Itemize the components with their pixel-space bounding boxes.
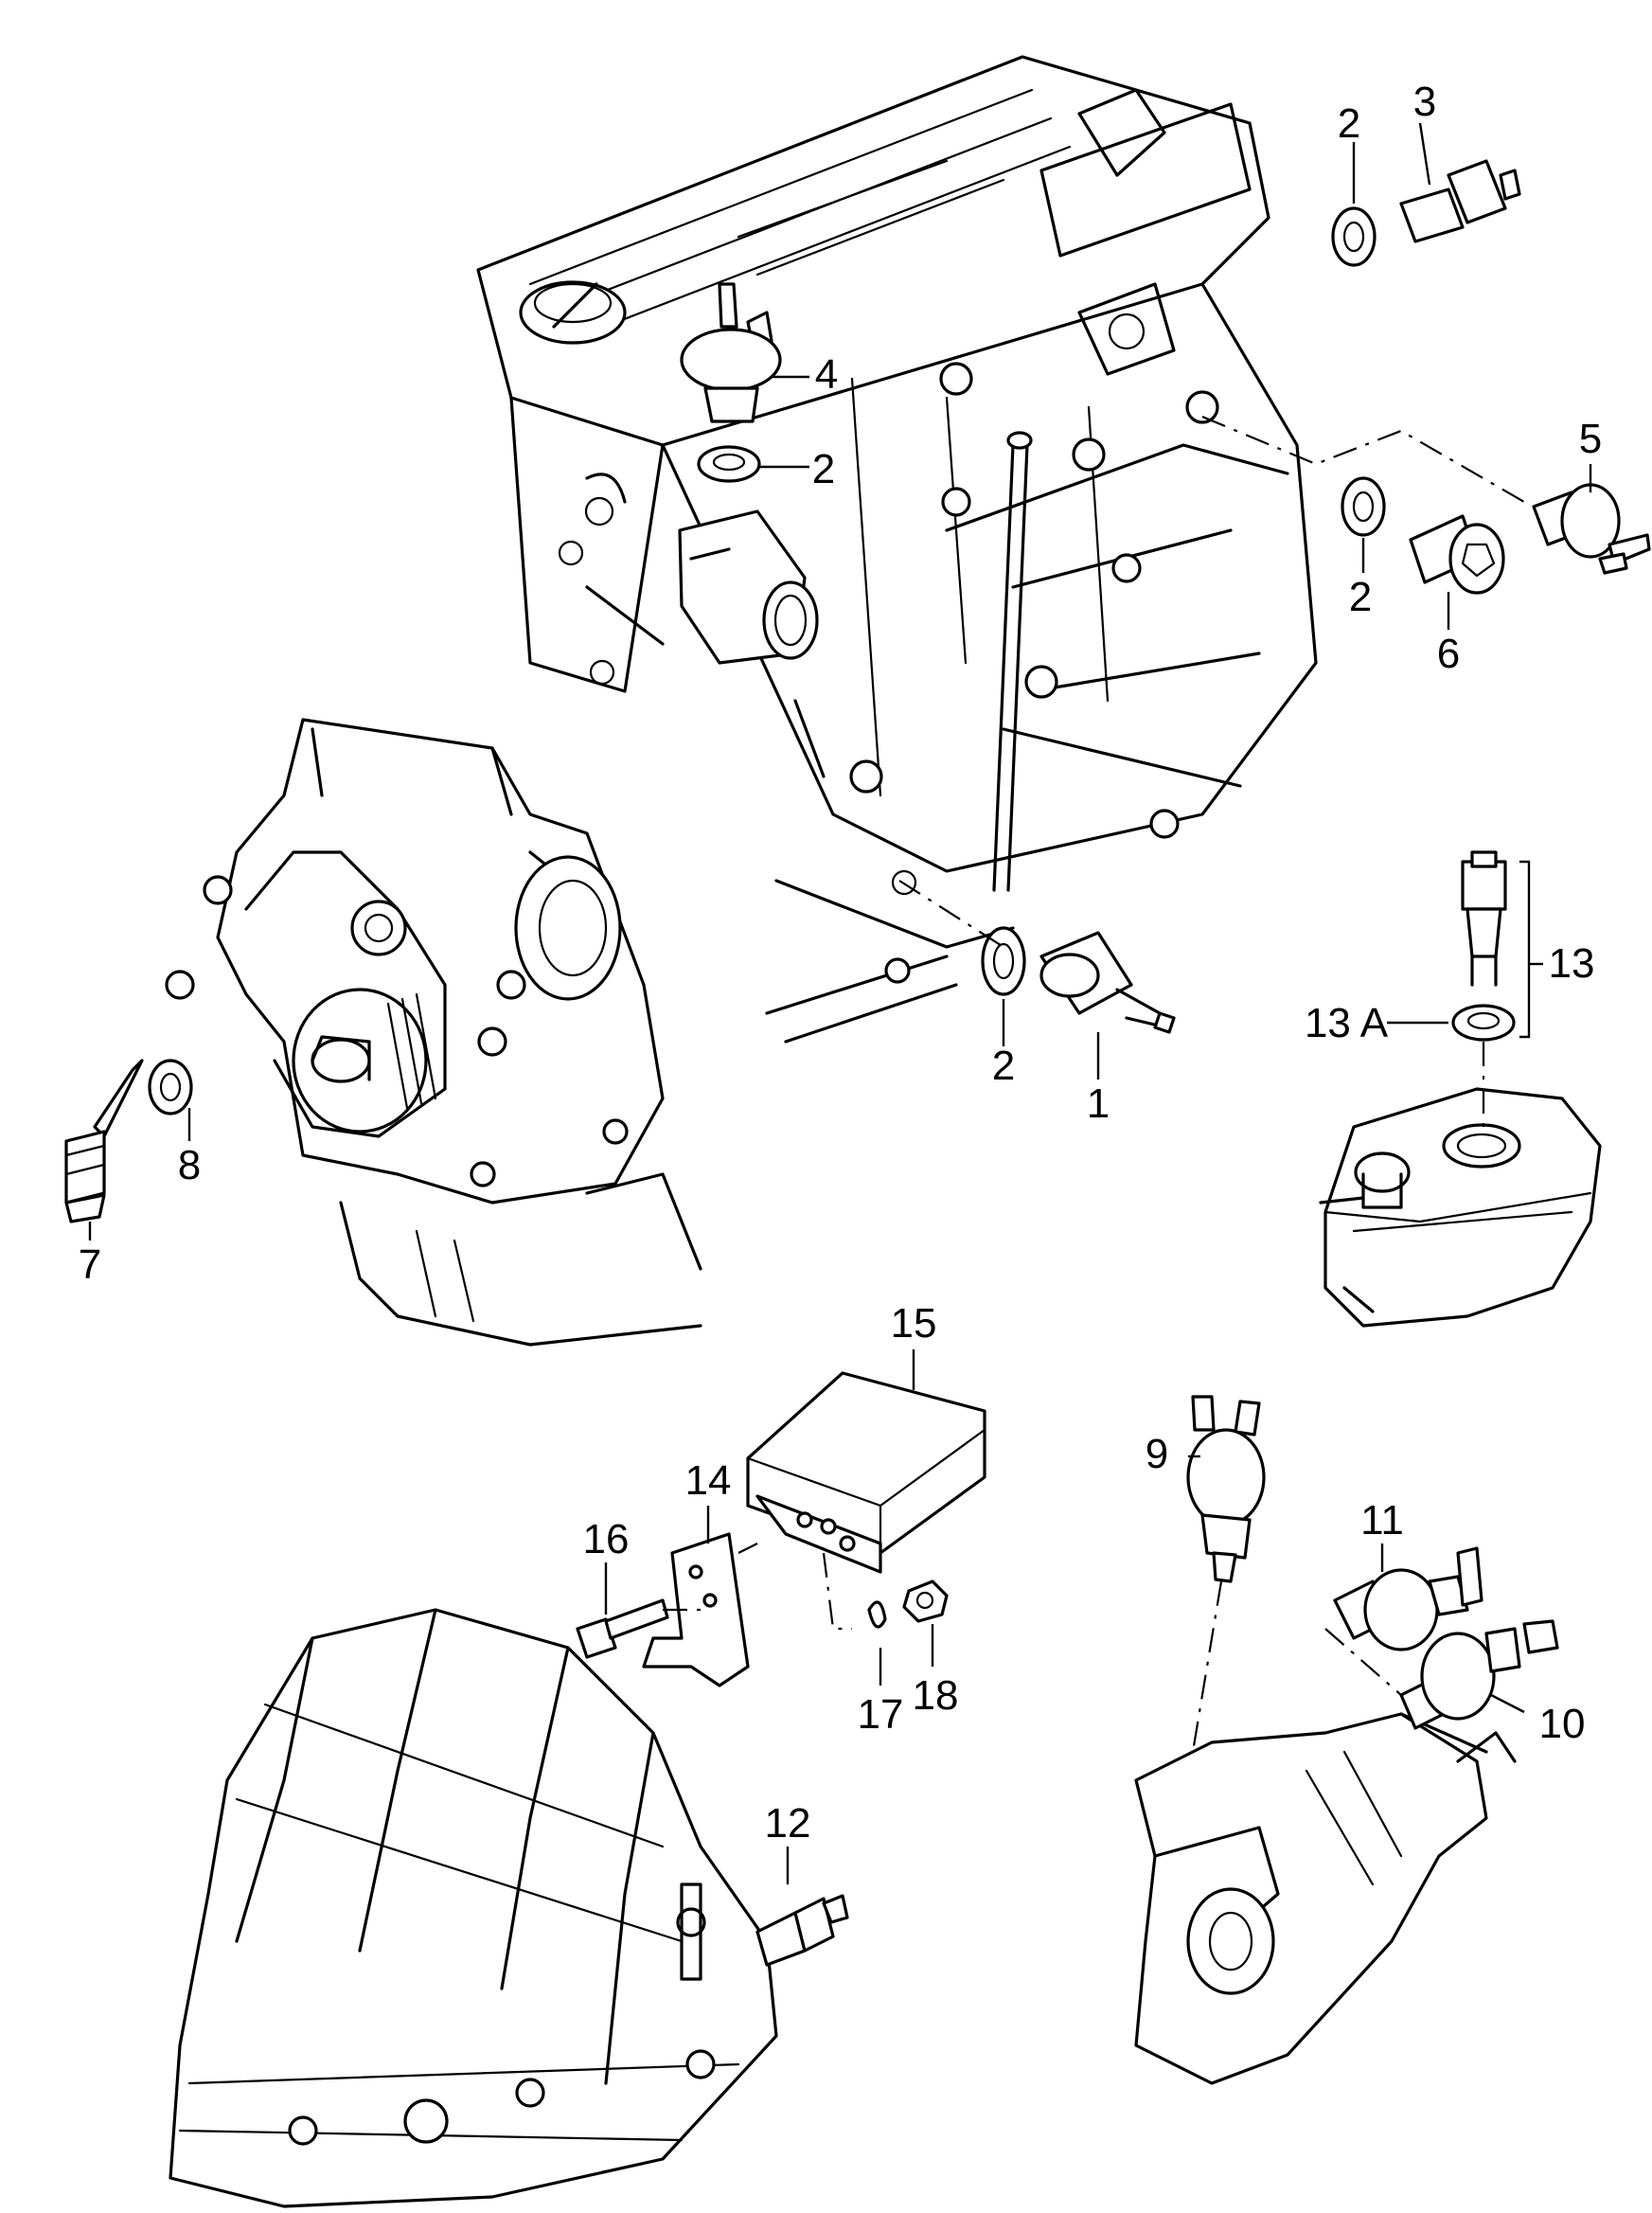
part-2-seal-ring-lower [981,926,1026,996]
callout-2-right: 2 [1349,574,1372,620]
part-18-nut [902,1579,949,1623]
callout-14: 14 [685,1457,732,1504]
callout-17: 17 [858,1691,904,1738]
part-4-pressure-switch [680,282,782,423]
part-3-plug [1399,159,1521,243]
callout-4: 4 [815,351,838,398]
callout-5: 5 [1579,416,1602,462]
callout-2-lower: 2 [992,1043,1015,1089]
coolant-expansion-tank [1319,1087,1602,1328]
assembly-lines [663,415,1525,1753]
part-2-seal-ring-right [1341,476,1386,537]
callout-2-mid: 2 [812,446,835,492]
part-13a-seal [1451,1004,1516,1042]
part-10-sender [1399,1619,1559,1730]
callout-3: 3 [1413,79,1436,125]
part-1-temperature-sender [1039,931,1176,1034]
part-13-level-sensor [1461,850,1507,987]
callout-13: 13 [1549,940,1595,987]
callout-2-top: 2 [1338,100,1360,147]
callout-13a: 13 A [1305,1000,1389,1046]
part-11-switch [1333,1546,1483,1651]
engine-block [476,55,1318,1044]
callout-7: 7 [79,1241,101,1288]
timing-cover-oil-pump [165,718,702,1347]
part-9-sender [1186,1395,1266,1583]
part-16-bolt [576,1598,669,1659]
part-7-sensor [64,1059,144,1223]
callout-16: 16 [583,1516,630,1562]
part-17-washer [867,1600,887,1629]
callout-18: 18 [913,1672,959,1719]
callout-8: 8 [178,1142,201,1188]
callout-1: 1 [1087,1080,1110,1127]
part-14-bracket [642,1532,750,1687]
callout-labels: 1 2 2 2 2 3 4 5 6 7 8 9 10 11 12 13 13 A… [79,79,1602,1847]
part-5-switch [1532,483,1651,575]
callout-10: 10 [1539,1701,1586,1747]
part-2-seal-ring-mid [697,445,761,483]
callout-12: 12 [765,1800,811,1847]
part-12-sensor [755,1894,849,1967]
callout-11: 11 [1360,1497,1404,1544]
transmission-housing [169,1608,778,2208]
part-2-seal-ring-top [1331,206,1377,267]
leader-lines [88,122,1592,1884]
distributor-assembly [1134,1712,1517,2085]
part-15-control-unit [746,1371,986,1574]
callout-15: 15 [891,1300,937,1347]
callout-9: 9 [1146,1431,1168,1477]
part-8-seal-ring [148,1059,193,1115]
callout-6: 6 [1437,631,1460,677]
part-6-drain-plug [1409,514,1505,595]
